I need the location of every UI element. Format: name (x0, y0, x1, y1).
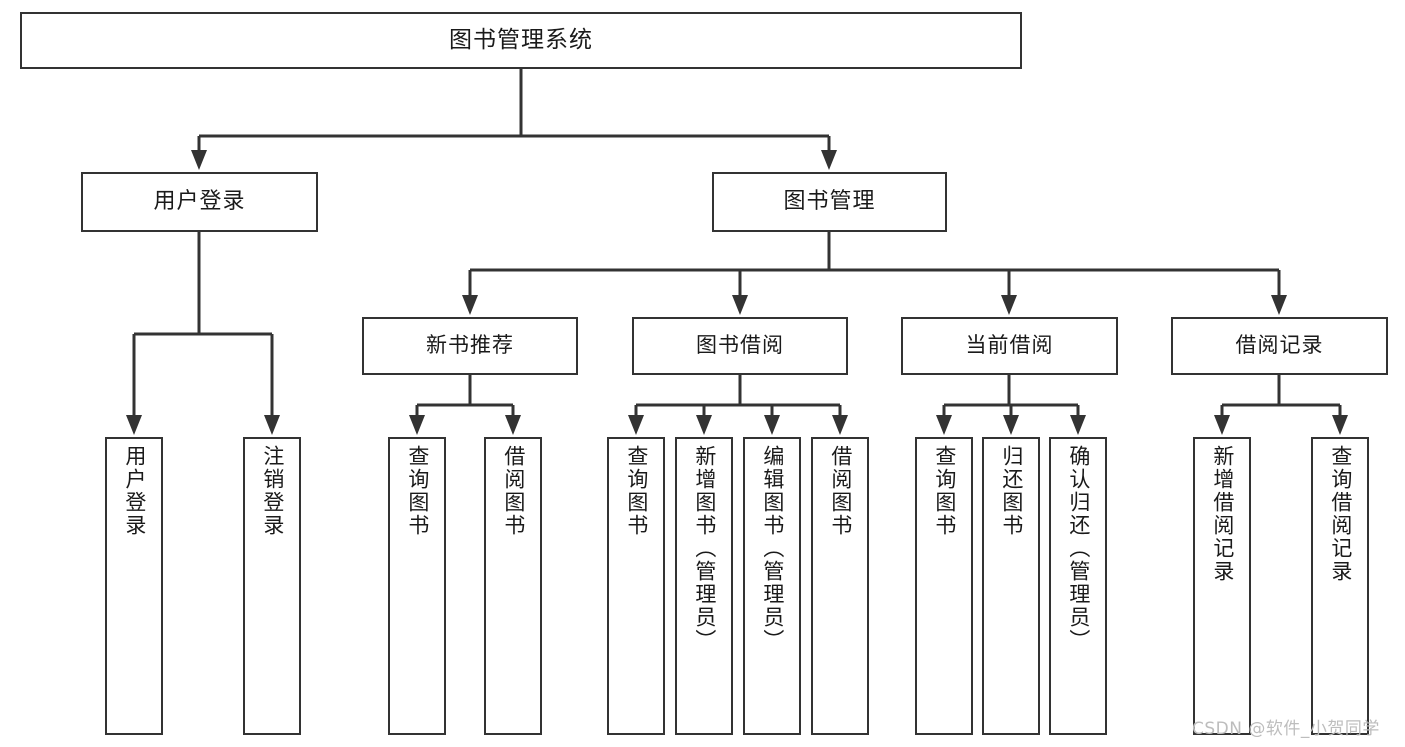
node-level2-当前借阅[interactable]: 当前借阅 (901, 317, 1118, 375)
node-leaf-12-查询借阅记录-label: 查询借阅记录 (1328, 445, 1353, 583)
node-leaf-3-借阅图书[interactable]: 借阅图书 (484, 437, 542, 735)
connector-root-to-level1-arrow-1 (821, 150, 837, 170)
node-level2-借阅记录-label: 借阅记录 (1235, 333, 1324, 358)
node-leaf-0-用户登录-label: 用户登录 (122, 445, 147, 537)
node-leaf-9-归还图书-label: 归还图书 (999, 445, 1024, 537)
connector-borrow-record-to-leaves-arrow-0 (1214, 415, 1230, 435)
connector-book-mgmt-to-level2-arrow-3 (1271, 295, 1287, 315)
node-leaf-5-新增图书管理员-label: 新增图书（管理员） (692, 445, 717, 652)
connector-borrow-to-leaves-arrow-0 (628, 415, 644, 435)
connector-user-login-to-leaves-arrow-1 (264, 415, 280, 435)
connector-borrow-to-leaves-arrow-1 (696, 415, 712, 435)
connector-user-login-to-leaves-arrow-0 (126, 415, 142, 435)
node-root-system-label: 图书管理系统 (449, 26, 593, 53)
node-leaf-4-查询图书[interactable]: 查询图书 (607, 437, 665, 735)
node-leaf-9-归还图书[interactable]: 归还图书 (982, 437, 1040, 735)
node-leaf-2-查询图书-label: 查询图书 (405, 445, 430, 537)
node-level1-图书管理[interactable]: 图书管理 (712, 172, 947, 232)
node-leaf-11-新增借阅记录-label: 新增借阅记录 (1210, 445, 1235, 583)
node-leaf-7-借阅图书[interactable]: 借阅图书 (811, 437, 869, 735)
node-leaf-8-查询图书[interactable]: 查询图书 (915, 437, 973, 735)
node-leaf-11-新增借阅记录[interactable]: 新增借阅记录 (1193, 437, 1251, 735)
node-root-system[interactable]: 图书管理系统 (20, 12, 1022, 69)
node-level1-用户登录-label: 用户登录 (153, 188, 246, 214)
node-leaf-6-编辑图书管理员-label: 编辑图书（管理员） (760, 445, 785, 652)
node-level1-用户登录[interactable]: 用户登录 (81, 172, 318, 232)
node-leaf-12-查询借阅记录[interactable]: 查询借阅记录 (1311, 437, 1369, 735)
connector-book-mgmt-to-level2-arrow-1 (732, 295, 748, 315)
node-leaf-10-确认归还管理员[interactable]: 确认归还（管理员） (1049, 437, 1107, 735)
node-level2-图书借阅[interactable]: 图书借阅 (632, 317, 848, 375)
node-level2-新书推荐-label: 新书推荐 (426, 333, 514, 358)
connector-current-borrow-to-leaves-arrow-0 (936, 415, 952, 435)
connector-new-book-to-leaves-arrow-0 (409, 415, 425, 435)
connector-book-mgmt-to-level2-arrow-0 (462, 295, 478, 315)
connector-borrow-record-to-leaves-arrow-1 (1332, 415, 1348, 435)
node-leaf-4-查询图书-label: 查询图书 (624, 445, 649, 537)
node-leaf-2-查询图书[interactable]: 查询图书 (388, 437, 446, 735)
connector-current-borrow-to-leaves-arrow-1 (1003, 415, 1019, 435)
node-leaf-8-查询图书-label: 查询图书 (932, 445, 957, 537)
node-leaf-3-借阅图书-label: 借阅图书 (501, 445, 526, 537)
connector-root-to-level1-arrow-0 (191, 150, 207, 170)
node-level2-新书推荐[interactable]: 新书推荐 (362, 317, 578, 375)
node-leaf-1-注销登录[interactable]: 注销登录 (243, 437, 301, 735)
node-leaf-1-注销登录-label: 注销登录 (260, 445, 285, 537)
connector-borrow-to-leaves-arrow-3 (832, 415, 848, 435)
node-leaf-10-确认归还管理员-label: 确认归还（管理员） (1066, 445, 1091, 652)
node-level2-当前借阅-label: 当前借阅 (965, 333, 1054, 358)
connector-current-borrow-to-leaves-arrow-2 (1070, 415, 1086, 435)
node-level2-借阅记录[interactable]: 借阅记录 (1171, 317, 1388, 375)
node-level2-图书借阅-label: 图书借阅 (696, 333, 784, 358)
node-leaf-6-编辑图书管理员[interactable]: 编辑图书（管理员） (743, 437, 801, 735)
node-leaf-7-借阅图书-label: 借阅图书 (828, 445, 853, 537)
connector-borrow-to-leaves-arrow-2 (764, 415, 780, 435)
node-leaf-0-用户登录[interactable]: 用户登录 (105, 437, 163, 735)
connector-book-mgmt-to-level2-arrow-2 (1001, 295, 1017, 315)
connector-new-book-to-leaves-arrow-1 (505, 415, 521, 435)
node-level1-图书管理-label: 图书管理 (783, 188, 876, 214)
node-leaf-5-新增图书管理员[interactable]: 新增图书（管理员） (675, 437, 733, 735)
